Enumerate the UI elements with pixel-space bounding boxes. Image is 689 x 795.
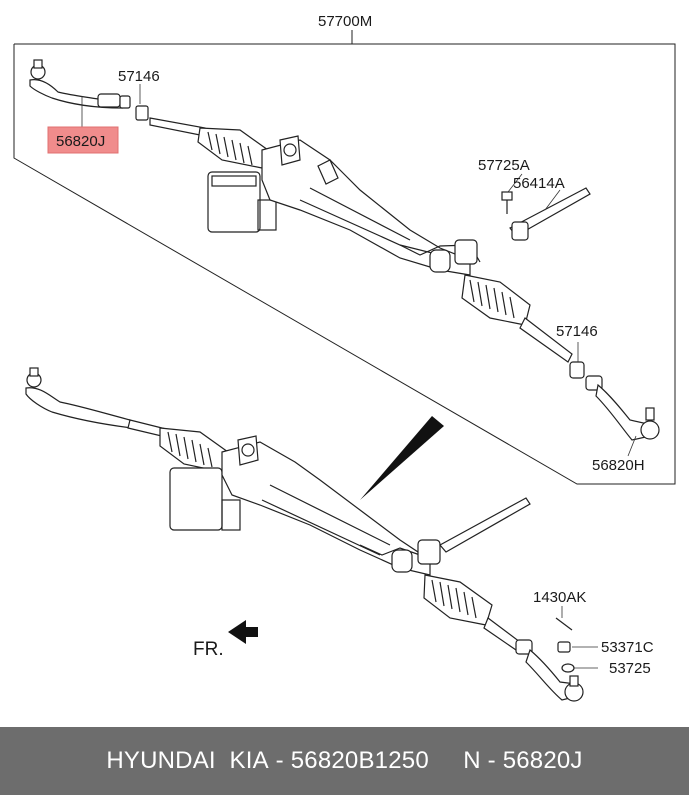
label-castle-nut: 53371C xyxy=(601,639,654,656)
nut-upper-right xyxy=(569,361,585,379)
cotter-pin xyxy=(555,617,573,631)
assembly-boundary xyxy=(13,30,676,485)
ecu-box-lower xyxy=(169,467,223,531)
label-tie-rod-end-right: 56820H xyxy=(592,457,645,474)
upper-steering-rack xyxy=(29,59,660,441)
label-bolt: 57725A xyxy=(478,157,530,174)
label-inner-rod: 56414A xyxy=(513,175,565,192)
lower-steering-rack xyxy=(25,367,584,702)
assembly-label: 57700M xyxy=(318,13,372,30)
label-nut-upper: 57146 xyxy=(118,68,160,85)
tie-rod-end-right-upper xyxy=(585,375,660,441)
tie-rod-end-left-upper xyxy=(29,59,131,109)
direction-wedge xyxy=(360,416,444,500)
leader-lines xyxy=(81,84,637,669)
footer-bar: HYUNDAI KIA - 56820B1250 N - 56820J xyxy=(0,727,689,795)
washer xyxy=(561,663,575,673)
bolt-57725A xyxy=(501,191,513,214)
footer-brand: HYUNDAI KIA xyxy=(106,747,269,774)
label-tie-rod-end-left: 56820J xyxy=(56,133,105,150)
footer-ref-number: 56820J xyxy=(502,747,583,774)
castle-nut xyxy=(557,641,571,653)
highlight-box xyxy=(47,126,119,154)
footer-part-number: 56820B1250 xyxy=(290,747,429,774)
label-washer: 53725 xyxy=(609,660,651,677)
label-nut-lower: 57146 xyxy=(556,323,598,340)
ecu-box-upper xyxy=(207,171,261,233)
front-indicator-label: FR. xyxy=(193,639,224,660)
nut-upper-left xyxy=(135,105,149,121)
label-cotter-pin: 1430AK xyxy=(533,589,586,606)
steering-gear-diagram: 57700M xyxy=(13,13,676,702)
front-arrow-icon xyxy=(228,620,258,644)
